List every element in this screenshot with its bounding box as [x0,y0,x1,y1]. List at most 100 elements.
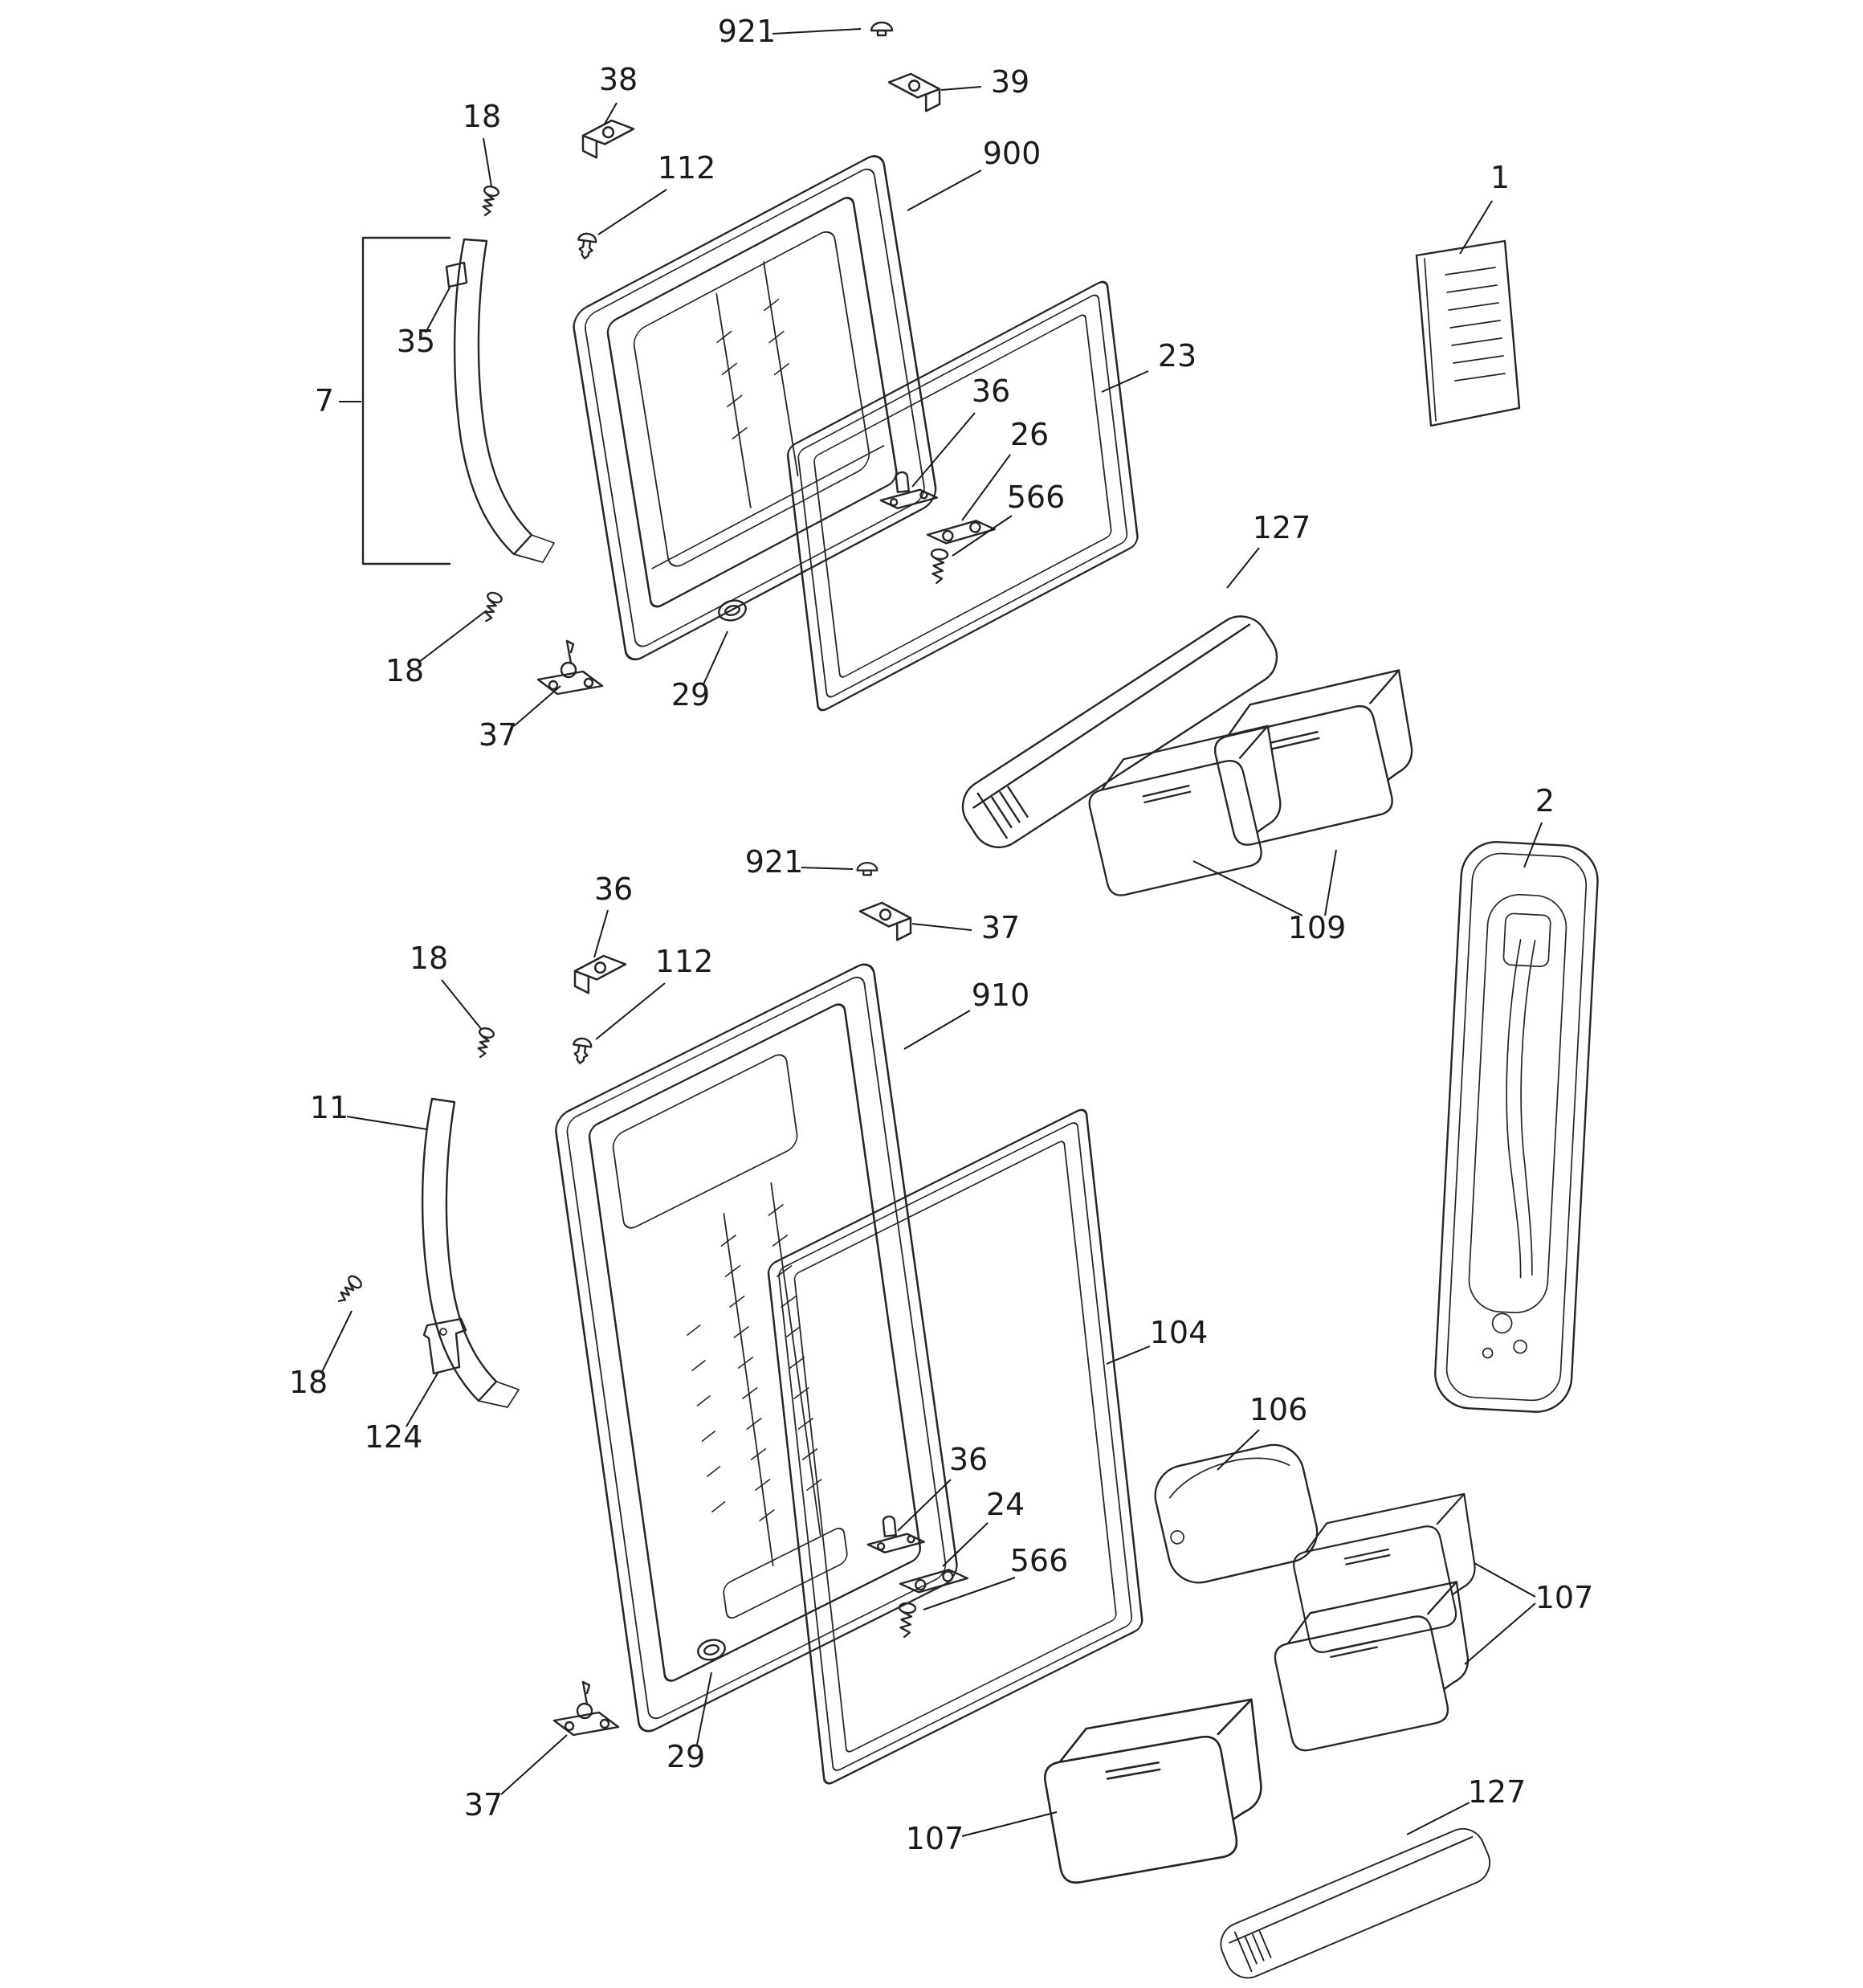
bracket-36-fresh [573,954,627,994]
screw-566-fresh [895,1601,917,1639]
leader-line [923,1577,1016,1610]
freezer-door [573,155,937,661]
callout-921-fresh: 921 [745,844,804,880]
leader-line [483,137,492,187]
leader-line [593,909,609,958]
callout-26: 26 [1010,417,1049,452]
callout-910: 910 [972,978,1030,1013]
plug-112-fresh [570,1036,593,1066]
leader-line [1464,1602,1536,1665]
callout-36-freezer: 36 [972,374,1010,409]
bracket-37-fresh-top [858,901,912,941]
leader-line [1106,1345,1151,1365]
plate-26 [925,517,997,546]
ring-29-fresh [695,1635,728,1664]
callout-124: 124 [365,1419,423,1455]
callout-2: 2 [1535,783,1555,818]
leader-line [320,1310,353,1374]
callout-38: 38 [599,62,638,97]
hinge-37-freezer [536,639,604,696]
leader-line [911,412,976,488]
leader-line [500,1734,568,1795]
screw-566-freezer [927,547,949,586]
freezer-door-gasket [786,280,1139,712]
callout-112-fresh: 112 [655,944,714,979]
freezer-handle-trim [453,238,555,563]
callout-29-freezer: 29 [671,677,710,712]
leader-line [1406,1802,1470,1835]
bracket-38 [581,119,635,159]
leader-line [1523,822,1543,868]
callout-566-fresh: 566 [1010,1543,1069,1578]
leader-line [703,631,728,685]
leader-line [961,1811,1058,1837]
callout-109: 109 [1288,910,1347,945]
callout-18-freezer-top: 18 [463,99,501,134]
callout-104: 104 [1150,1315,1209,1350]
leader-line [406,1371,439,1427]
screw-18-fresh-lower [332,1272,365,1307]
callout-35: 35 [397,324,435,359]
fresh-food-handle-trim [421,1097,520,1408]
leader-line [1324,849,1337,916]
fresh-bin-107-upper [1285,1492,1491,1656]
callout-18-fresh-top: 18 [410,941,448,976]
callout-36-fresh-bracket: 36 [594,872,633,907]
leader-line [1101,370,1149,393]
callout-37-freezer: 37 [479,717,517,753]
callout-7: 7 [315,383,334,418]
instruction-sheet [1415,239,1521,427]
fresh-door-shelf-127 [1213,1821,1498,1986]
leader-line [1459,200,1493,255]
water-tube-panel [1434,841,1599,1413]
leader-line [1226,547,1260,589]
leader-line [961,454,1011,521]
callout-107-right: 107 [1535,1580,1594,1615]
leader-line [1474,1562,1536,1598]
door-stop-bracket-124 [422,1317,467,1375]
dairy-compartment-cover-106 [1154,1443,1319,1584]
bracket-39 [887,72,941,112]
bracket-line-7 [361,236,451,565]
screw-18-freezer-lower [478,590,504,625]
callout-107-bottom: 107 [906,1821,964,1856]
leader-line [942,1522,989,1567]
clip-35 [445,261,468,288]
callout-24: 24 [986,1487,1025,1522]
callout-566-freezer: 566 [1007,480,1066,515]
callout-18-fresh-lower: 18 [289,1365,328,1400]
callout-23: 23 [1158,338,1196,374]
leader-line [801,867,854,870]
leader-line [346,1116,428,1130]
plug-112-freezer [575,231,598,261]
callout-127-fresh: 127 [1468,1774,1527,1810]
callout-37-fresh-top: 37 [981,910,1020,945]
callout-39: 39 [991,64,1029,100]
leader-line [425,287,450,333]
leader-line [595,982,666,1040]
callout-900: 900 [983,136,1042,171]
leader-line [903,1010,971,1050]
leader-line [772,28,862,35]
screw-18-fresh-top [472,1026,496,1060]
leader-line [603,102,618,126]
cap-921-freezer [870,21,894,37]
callout-106: 106 [1249,1392,1308,1427]
leader-line [952,515,1013,557]
callout-1: 1 [1490,160,1510,195]
callout-18-freezer-lower: 18 [385,653,424,688]
fresh-bin-107-bottom [1036,1698,1279,1887]
leader-line [907,169,982,211]
fresh-food-door [555,963,958,1733]
screw-18-freezer-top [477,184,501,218]
callout-36-fresh: 36 [949,1442,988,1477]
leader-line [513,685,561,727]
callout-921-freezer: 921 [718,14,777,49]
fresh-food-door-gasket [767,1108,1143,1785]
leader-line [597,189,667,235]
callout-29-fresh: 29 [667,1739,705,1774]
leader-line [1217,1429,1260,1471]
hinge-37-fresh [552,1680,620,1737]
